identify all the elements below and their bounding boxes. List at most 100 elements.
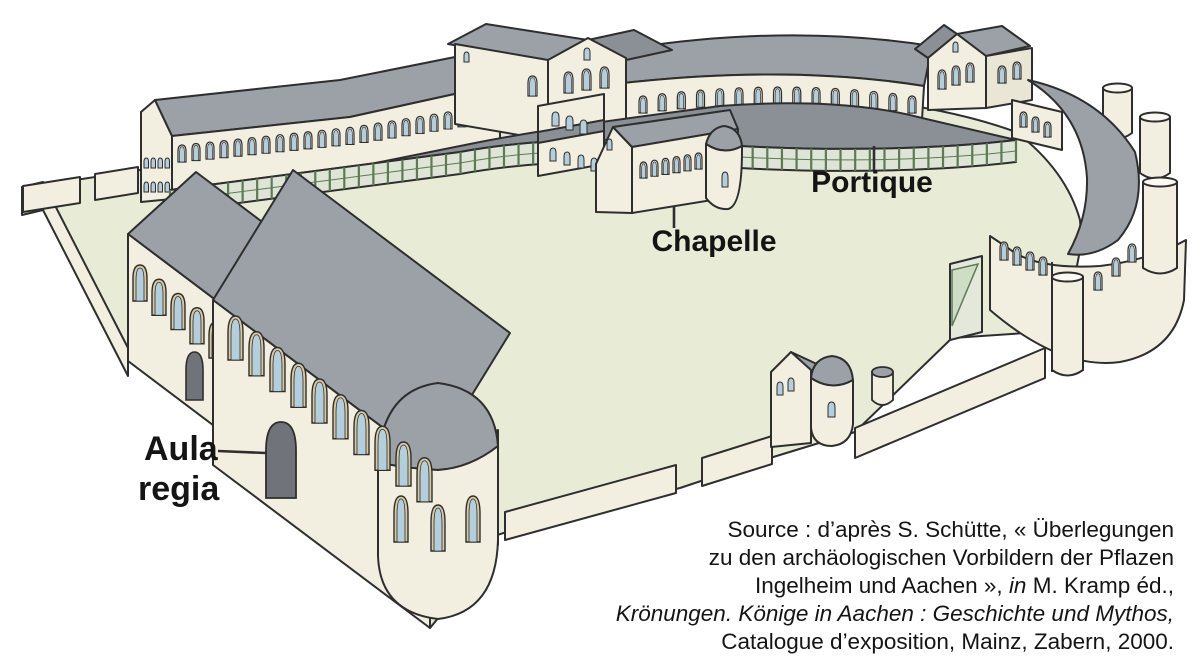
gatehouse-north-windows bbox=[463, 47, 610, 97]
window-glass bbox=[813, 88, 819, 105]
window-glass bbox=[1045, 123, 1050, 138]
window-glass bbox=[235, 140, 241, 157]
window-glass bbox=[431, 115, 437, 132]
window-glass bbox=[1027, 253, 1033, 271]
window-icon bbox=[164, 181, 170, 193]
chapel bbox=[595, 109, 743, 214]
gate-chapel-gable bbox=[770, 351, 812, 448]
window-glass bbox=[939, 71, 945, 90]
window-glass bbox=[377, 428, 388, 471]
window-glass bbox=[851, 91, 858, 108]
window-glass bbox=[249, 138, 255, 155]
window-glass bbox=[398, 444, 409, 487]
window-glass bbox=[293, 365, 304, 408]
window-glass bbox=[697, 91, 704, 108]
window-icon bbox=[577, 154, 585, 169]
window-glass bbox=[1033, 118, 1038, 133]
label-aula-regia-line2: regia bbox=[138, 470, 220, 508]
window-glass bbox=[1021, 113, 1026, 128]
hemicycle-south-roof bbox=[1027, 79, 1140, 256]
gate-chapel bbox=[770, 351, 854, 448]
gatehouse-east-side-wall bbox=[985, 47, 1033, 109]
window-glass bbox=[135, 267, 145, 302]
tower bbox=[1142, 181, 1178, 275]
window-glass bbox=[601, 68, 608, 89]
window-glass bbox=[179, 146, 185, 163]
window-glass bbox=[1001, 243, 1007, 261]
window-icon bbox=[721, 171, 729, 188]
window-glass bbox=[361, 126, 367, 143]
source-line: zu den archäologischen Vorbildern der Pf… bbox=[709, 545, 1174, 570]
window-glass bbox=[375, 124, 381, 141]
west-wall bbox=[21, 166, 139, 377]
tower bbox=[1051, 276, 1084, 377]
window-icon bbox=[583, 47, 591, 61]
window-glass bbox=[774, 88, 781, 105]
door-icon bbox=[185, 351, 204, 401]
window-glass bbox=[305, 133, 311, 150]
window-glass bbox=[192, 310, 202, 345]
window-glass bbox=[356, 413, 367, 455]
window-glass bbox=[565, 73, 572, 94]
window-glass bbox=[251, 334, 262, 377]
window-icon bbox=[549, 147, 557, 162]
window-icon bbox=[150, 181, 156, 193]
towers-front bbox=[1139, 111, 1178, 275]
source-line: Ingelheim und Aachen », in M. Kramp éd., bbox=[755, 573, 1174, 598]
window-glass bbox=[319, 131, 325, 148]
wall-turret-body bbox=[871, 371, 894, 406]
window-glass bbox=[685, 156, 690, 172]
window-glass bbox=[193, 144, 199, 161]
window-glass bbox=[1040, 258, 1046, 276]
window-icon bbox=[463, 51, 470, 63]
south-wall-segment bbox=[701, 435, 773, 487]
label-aula-regia-line1: Aula bbox=[144, 430, 219, 468]
window-glass bbox=[678, 93, 685, 110]
window-glass bbox=[230, 318, 241, 361]
window-icon bbox=[563, 151, 571, 166]
gallery-west-windows bbox=[549, 111, 598, 172]
source-line: Catalogue d’exposition, Mainz, Zabern, 2… bbox=[721, 629, 1174, 654]
window-glass bbox=[277, 135, 283, 153]
window-icon bbox=[143, 157, 149, 169]
label-chapelle: Chapelle bbox=[651, 225, 776, 258]
window-glass bbox=[335, 397, 346, 440]
aula-regia-windows bbox=[227, 315, 481, 552]
south-wall bbox=[504, 255, 1046, 541]
window-glass bbox=[468, 498, 478, 543]
window-glass bbox=[999, 67, 1005, 84]
wall-turret bbox=[871, 366, 894, 406]
window-glass bbox=[953, 67, 959, 86]
window-glass bbox=[291, 134, 297, 151]
west-wall-segment bbox=[94, 166, 139, 201]
gatehouse-east bbox=[914, 24, 1033, 111]
gatehouse-east-windows bbox=[937, 41, 1022, 90]
gate-passage-inner bbox=[951, 262, 980, 327]
window-glass bbox=[755, 88, 761, 105]
window-icon bbox=[565, 115, 574, 131]
window-glass bbox=[652, 161, 657, 177]
tower-top bbox=[1139, 111, 1171, 123]
window-glass bbox=[716, 90, 723, 107]
window-glass bbox=[870, 92, 877, 109]
window-glass bbox=[1129, 245, 1135, 263]
window-icon bbox=[551, 111, 560, 127]
window-glass bbox=[154, 281, 164, 316]
window-glass bbox=[529, 77, 536, 97]
hemicycle-east-band-windows bbox=[1019, 111, 1052, 138]
se-gate-building-windows bbox=[999, 241, 1137, 291]
west-wall-segment bbox=[22, 176, 81, 213]
south-wall-segment bbox=[504, 464, 677, 541]
window-glass bbox=[419, 460, 430, 503]
window-glass bbox=[890, 94, 896, 111]
chapel-windows bbox=[606, 138, 729, 188]
north-wing-gable-windows bbox=[143, 157, 170, 193]
window-glass bbox=[433, 507, 443, 552]
label-portique: Portique bbox=[811, 166, 933, 199]
window-glass bbox=[396, 498, 406, 543]
window-icon bbox=[952, 41, 959, 53]
north-wing bbox=[140, 53, 501, 203]
window-glass bbox=[1014, 63, 1020, 80]
window-glass bbox=[403, 119, 409, 137]
